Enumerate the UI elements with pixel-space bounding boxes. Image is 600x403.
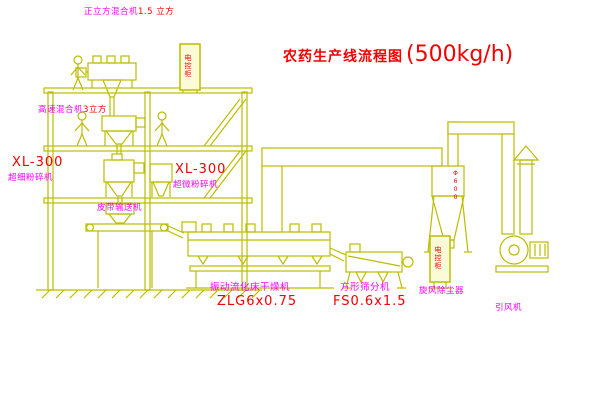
cabinet-right-label: 电控柜 xyxy=(434,246,442,270)
exhaust-stack xyxy=(512,145,540,235)
floor2-mixer-name: 高速混合机 xyxy=(38,105,84,115)
mill-mid-name: 超微粉碎机 xyxy=(173,180,219,190)
top-mixer-spec: 1.5 立方 xyxy=(138,7,175,17)
label-floor2-mixer: 高速混合机3立方 xyxy=(38,106,107,115)
worker-figure-floor2-left xyxy=(74,111,90,147)
mill-left-name: 超细粉碎机 xyxy=(8,173,54,183)
mill-left-model: XL-300 xyxy=(12,155,64,170)
cubic-mixer-machine xyxy=(75,55,137,116)
fan-name: 引风机 xyxy=(495,303,523,313)
induced-draft-fan-machine xyxy=(495,235,549,273)
label-top-mixer: 正立方混合机1.5 立方 xyxy=(84,8,174,17)
title-text: 农药生产线流程图 xyxy=(283,49,403,65)
floor2-mixer-spec: 3立方 xyxy=(83,105,107,115)
exhaust-duct xyxy=(261,147,443,233)
high-speed-mixer-machine xyxy=(101,115,146,154)
cabinet-top-label: 电控柜 xyxy=(184,54,192,78)
cyclone-separator-machine xyxy=(424,121,515,253)
square-sieve-machine xyxy=(329,243,414,289)
cyclone-name: 旋风除尘器 xyxy=(419,286,465,296)
fluid-bed-dryer-machine xyxy=(181,221,334,289)
sieve-model: FS0.6x1.5 xyxy=(333,294,407,309)
pulverizer-left-machine xyxy=(103,153,145,204)
duct-size-label: Φ600 xyxy=(452,170,459,202)
control-cabinet-top xyxy=(179,43,201,93)
control-cabinet-right xyxy=(428,235,452,289)
mill-mid-model: XL-300 xyxy=(175,162,227,177)
building-frame xyxy=(36,87,262,299)
worker-figure-roof xyxy=(70,55,86,91)
belt-conveyor-machine xyxy=(85,203,185,288)
worker-figure-floor2-right xyxy=(154,111,170,147)
belt-conveyor-label: 皮带输送机 xyxy=(97,203,143,213)
title-capacity: (500kg/h) xyxy=(406,42,514,67)
pulverizer-mid-machine xyxy=(149,163,173,197)
dryer-name: 振动流化床干燥机 xyxy=(210,282,291,293)
dryer-model: ZLG6x0.75 xyxy=(217,294,298,309)
top-mixer-name: 正立方混合机 xyxy=(84,7,139,17)
diagram-title: 农药生产线流程图 (500kg/h) xyxy=(283,44,513,66)
sieve-name: 方形筛分机 xyxy=(340,282,391,293)
